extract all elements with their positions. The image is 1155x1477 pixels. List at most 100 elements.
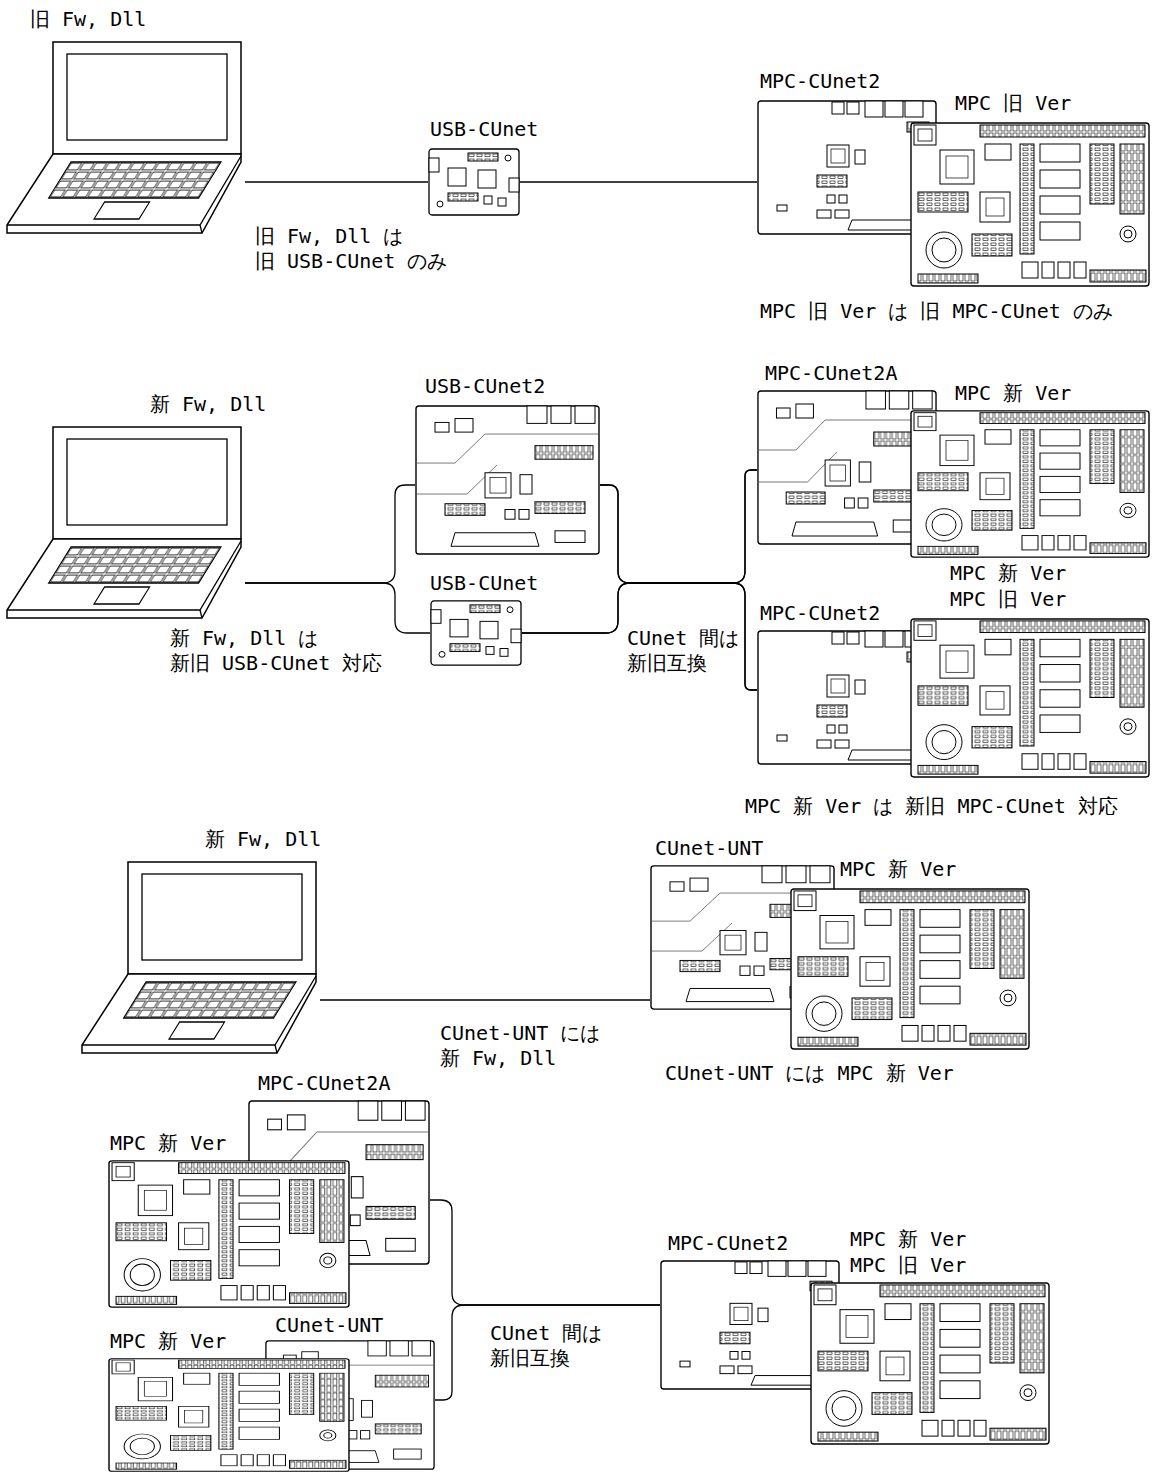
note-holder: 新旧 USB-CUnet 対応	[170, 652, 382, 674]
label-holder: MPC 新 Ver	[850, 1228, 966, 1250]
device-label: MPC 旧 Ver	[850, 1254, 966, 1276]
label-holder: MPC-CUnet2A	[765, 362, 897, 384]
device-label: MPC-CUnet2	[668, 1232, 788, 1254]
connector-line	[520, 181, 757, 182]
mpc-board: MPC 新 Ver	[108, 1160, 350, 1308]
label-holder: USB-CUnet	[430, 572, 538, 594]
cunet-board-large-illustration	[757, 390, 937, 545]
device-label: MPC-CUnet2	[760, 602, 880, 624]
note-holder: 旧 USB-CUnet のみ	[255, 250, 447, 272]
laptop-pc: 旧 Fw, Dll	[5, 40, 245, 235]
connector-line	[522, 583, 757, 690]
note-text: 新旧互換	[490, 1347, 570, 1369]
note-holder: 新旧互換	[627, 652, 707, 674]
connector-line	[245, 485, 415, 583]
device-label: 新 Fw, Dll	[150, 393, 266, 415]
cunet-board-large: MPC-CUnet2A	[757, 390, 937, 545]
label-holder: MPC 新 Ver	[950, 562, 1066, 584]
device-label: MPC 新 Ver	[950, 562, 1066, 584]
connector-line	[320, 999, 650, 1000]
mpc-board: MPC 新 VerMPC 旧 Ver	[810, 1282, 1050, 1445]
label-holder: MPC-CUnet2	[668, 1232, 788, 1254]
device-label: MPC 新 Ver	[110, 1132, 226, 1154]
mpc-board-illustration	[910, 122, 1150, 287]
mpc-board-illustration	[810, 1282, 1050, 1445]
device-label: 新 Fw, Dll	[205, 828, 321, 850]
usb-board: USB-CUnet	[428, 148, 520, 216]
label-holder: MPC 新 Ver	[110, 1330, 226, 1352]
label-holder: MPC 旧 Ver	[850, 1254, 966, 1276]
cunet-board-illustration	[757, 100, 937, 235]
device-label: USB-CUnet2	[425, 375, 545, 397]
device-label: MPC-CUnet2A	[258, 1072, 390, 1094]
mpc-board: MPC 新 Ver	[790, 888, 1030, 1050]
label-holder: 旧 Fw, Dll	[30, 8, 146, 30]
device-label: 旧 Fw, Dll	[30, 8, 146, 30]
note-holder: 新 Fw, Dll	[440, 1047, 556, 1069]
note-text: MPC 新 Ver は 新旧 MPC-CUnet 対応	[745, 795, 1118, 817]
note-text: CUnet-UNT には MPC 新 Ver	[665, 1062, 954, 1084]
mpc-board-illustration	[790, 888, 1030, 1050]
cunet-board-large-illustration	[415, 405, 600, 555]
mpc-board: MPC 新 Ver	[108, 1358, 350, 1472]
note-text: 旧 USB-CUnet のみ	[255, 250, 447, 272]
label-holder: MPC-CUnet2	[760, 602, 880, 624]
device-label: MPC 旧 Ver	[955, 92, 1071, 114]
note-holder: 新旧互換	[490, 1347, 570, 1369]
connector-line	[600, 485, 757, 690]
label-holder: MPC 新 Ver	[840, 858, 956, 880]
note-text: 旧 Fw, Dll は	[255, 225, 403, 247]
note-text: CUnet 間は	[490, 1322, 602, 1344]
cunet-board: MPC-CUnet2	[757, 630, 937, 765]
usb-board-illustration	[428, 148, 520, 216]
device-label: MPC 新 Ver	[110, 1330, 226, 1352]
note-holder: CUnet 間は	[490, 1322, 602, 1344]
note-holder: CUnet-UNT には	[440, 1022, 600, 1044]
device-label: MPC 新 Ver	[955, 382, 1071, 404]
device-label: MPC 新 Ver	[850, 1228, 966, 1250]
note-text: MPC 旧 Ver は 旧 MPC-CUnet のみ	[760, 300, 1113, 322]
note-text: CUnet 間は	[627, 627, 739, 649]
connector-line	[245, 583, 430, 633]
label-holder: 新 Fw, Dll	[205, 828, 321, 850]
label-holder: 新 Fw, Dll	[150, 393, 266, 415]
note-holder: 新 Fw, Dll は	[170, 627, 318, 649]
device-label: MPC-CUnet2A	[765, 362, 897, 384]
usb-board: USB-CUnet	[430, 600, 522, 666]
note-text: 新旧互換	[627, 652, 707, 674]
label-holder: CUnet-UNT	[655, 837, 763, 859]
usb-board-illustration	[430, 600, 522, 666]
note-text: 新旧 USB-CUnet 対応	[170, 652, 382, 674]
label-holder: MPC 旧 Ver	[955, 92, 1071, 114]
device-label: CUnet-UNT	[655, 837, 763, 859]
mpc-board: MPC 旧 Ver	[910, 122, 1150, 287]
label-holder: MPC 新 Ver	[110, 1132, 226, 1154]
note-text: CUnet-UNT には	[440, 1022, 600, 1044]
note-holder: CUnet-UNT には MPC 新 Ver	[665, 1062, 954, 1084]
laptop-pc-illustration	[80, 860, 320, 1055]
laptop-pc: 新 Fw, Dll	[80, 860, 320, 1055]
cunet-board: MPC-CUnet2	[757, 100, 937, 235]
device-label: MPC 新 Ver	[840, 858, 956, 880]
mpc-board-illustration	[910, 410, 1150, 558]
label-holder: CUnet-UNT	[275, 1314, 383, 1336]
device-label: MPC 旧 Ver	[950, 588, 1066, 610]
device-label: CUnet-UNT	[275, 1314, 383, 1336]
connector-line	[600, 470, 757, 583]
mpc-board: MPC 新 Ver	[910, 410, 1150, 558]
laptop-pc-illustration	[5, 425, 245, 620]
cunet-board-large: USB-CUnet2	[415, 405, 600, 555]
note-holder: MPC 新 Ver は 新旧 MPC-CUnet 対応	[745, 795, 1118, 817]
laptop-pc-illustration	[5, 40, 245, 235]
mpc-board-illustration	[108, 1160, 350, 1308]
mpc-board: MPC 新 VerMPC 旧 Ver	[910, 618, 1150, 778]
note-text: 新 Fw, Dll	[440, 1047, 556, 1069]
label-holder: MPC 新 Ver	[955, 382, 1071, 404]
label-holder: USB-CUnet	[430, 118, 538, 140]
cunet-board-illustration	[757, 630, 937, 765]
device-label: MPC-CUnet2	[760, 70, 880, 92]
device-label: USB-CUnet	[430, 572, 538, 594]
laptop-pc: 新 Fw, Dll	[5, 425, 245, 620]
note-holder: 旧 Fw, Dll は	[255, 225, 403, 247]
